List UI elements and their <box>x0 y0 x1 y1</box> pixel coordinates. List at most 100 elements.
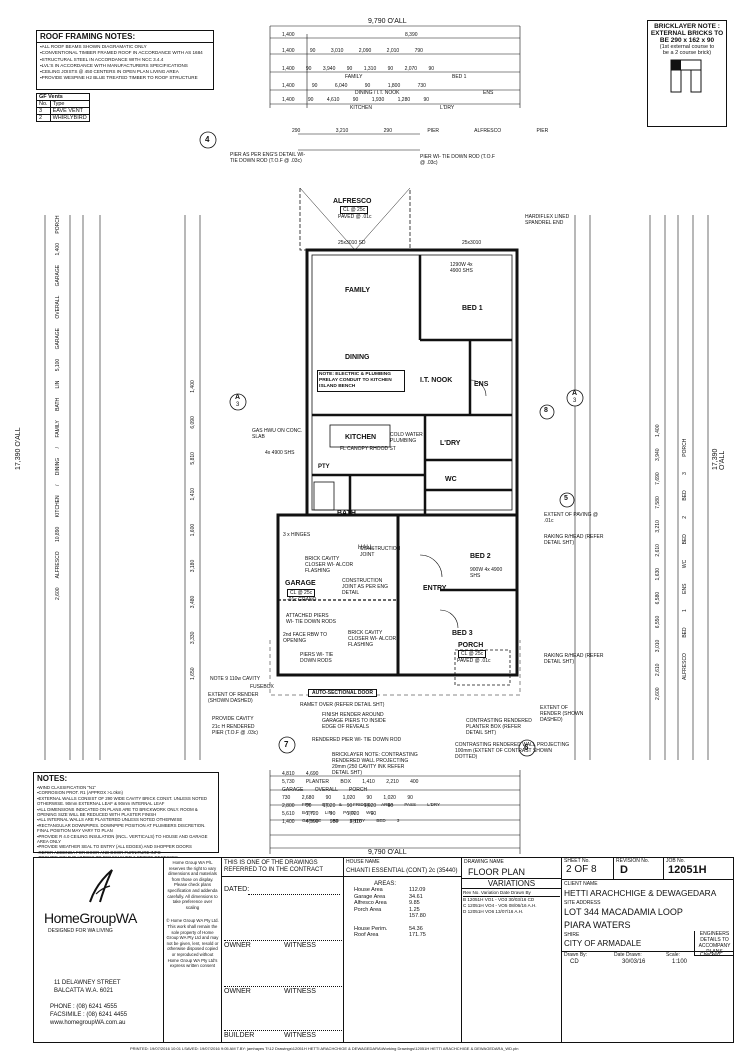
variation-row: C 12051H VO4 - VO5 08/06/16 A.H. <box>463 903 537 908</box>
dim-label: BED 3 <box>682 456 688 501</box>
general-note-item: ALL DIMENSIONS INDICATED ON PLANS ARE TO… <box>37 807 215 818</box>
house-name-label: HOUSE NAME <box>346 859 380 865</box>
right-overall-dim: 17,390 O'ALL <box>712 448 726 470</box>
site-address-1: LOT 344 MACADAMIA LOOP <box>564 907 683 917</box>
room-bed3: BED 3 <box>452 630 473 637</box>
dim-value: 3,940 <box>655 437 661 461</box>
roof-note-item: PROVIDE WESPINE H2 BLUE TREATED TIMBER T… <box>40 75 210 81</box>
fusebox-label: FUSEBOX <box>250 684 274 690</box>
bricklayer-title: BRICKLAYER NOTE : <box>654 23 720 30</box>
dim-value: 5,810 <box>190 428 196 465</box>
dim-label: BED 1 <box>682 593 688 638</box>
dim-value: 290 <box>383 128 428 134</box>
bottom-dim-row: 730 2,680 90 1,020 90 1,020 90 <box>282 795 413 801</box>
dim-value: 90 <box>346 66 364 72</box>
right-dim-labels: ALFRESCO BED 1 ENS WC BED 2 BED 3 PORCH <box>682 439 688 680</box>
room-entry: ENTRY <box>423 585 447 592</box>
company-website: www.homegroupWA.com.au <box>50 1020 126 1026</box>
dim-label: PORCH <box>55 215 61 234</box>
dim-value: 1,930 <box>371 97 398 103</box>
revision-no: D <box>620 864 628 876</box>
general-note-item: CORROSION PROT. R1 (APPROX >1.0km) <box>37 790 215 795</box>
roof-note-item: ALL ROOF BEAMS SHOWN DIAGRAMATIC ONLY <box>40 44 210 50</box>
engineers-note: ENGINEERS DETAILS TO ACCOMPANY PLANS <box>694 931 734 956</box>
drawing-name-label: DRAWING NAME <box>464 859 504 865</box>
sheet-client-column: SHEET No. 2 OF 8 REVISION No. D JOB No. … <box>562 858 734 1042</box>
dim-value: 90 <box>352 97 372 103</box>
dim-value: 2,610 <box>655 652 661 677</box>
hinges-note: 3 x HINGES <box>283 532 311 538</box>
cavity-note: NOTE 9 110w CAVITY <box>210 676 261 682</box>
dim-value: 290 <box>292 128 336 134</box>
roof-notes-title: ROOF FRAMING NOTES: <box>37 31 213 43</box>
shire-name: CITY OF ARMADALE <box>564 939 642 948</box>
dim-value: 3,180 <box>190 536 196 573</box>
logo-column: HomeGroupWA DESIGNED FOR WA LIVING 11 DE… <box>34 858 164 1042</box>
window-2: 900W 4x 4900 SHS <box>470 567 503 579</box>
alfresco-ceiling: CL @ 25c <box>340 206 369 214</box>
rights-note: Home Group WA P/L reserves the right to … <box>167 860 218 910</box>
builder-label: BUILDER <box>224 1032 255 1039</box>
room-bath: BATH <box>337 510 356 517</box>
company-address-1: 11 DELAWNEY STREET <box>54 980 121 986</box>
general-note-item: ALL INTERNAL WALLS ARE PLASTERED UNLESS … <box>37 817 215 822</box>
scale: 1:100 <box>672 959 688 965</box>
pier-left-note: PIER AS PER ENG'S DETAIL WI- TIE DOWN RO… <box>230 152 306 164</box>
roof-note-item: STRUCTURAL STEEL IN ACCORDANCE WITH NCC … <box>40 57 210 63</box>
sheet-no: 2 OF 8 <box>566 864 597 875</box>
top-dim-row5: 1,400 90 4,610 90 1,930 1,280 90 <box>282 97 429 103</box>
room-dim-label: L'DRY <box>440 105 455 111</box>
dim-value: 3,210 <box>655 508 661 533</box>
contract-column: THIS IS ONE OF THE DRAWINGS REFERRED TO … <box>222 858 344 1042</box>
ramet-label: RAMET OVER (REFER DETAIL SHT) <box>300 702 385 708</box>
dim-value: 90 <box>423 97 430 103</box>
room-alfresco: ALFRESCO <box>333 198 372 205</box>
dim-label: BED 2 <box>682 500 688 545</box>
signature-line[interactable] <box>224 986 342 987</box>
dim-value: 1,410 <box>190 464 196 501</box>
top-dim: 8,390 <box>405 32 418 38</box>
variation-row: D 12051H VO6 13/07/16 A.H. <box>463 909 524 914</box>
company-tagline: DESIGNED FOR WA LIVING <box>48 928 113 934</box>
general-notes-title: NOTES: <box>37 774 68 783</box>
brick-closer-note: BRICK CAVITY CLOSER WI- ALCOR FLASHING <box>305 556 354 574</box>
dim-value: 3,210 <box>335 128 384 134</box>
construction-joint-note: CONSTRUCTION JOINT AS PER ENG DETAIL <box>342 578 389 596</box>
dated-line[interactable] <box>248 894 340 895</box>
dated-label: DATED: <box>224 886 250 893</box>
ext-render-right: EXTENT OF RENDER (SHOWN DASHED) <box>540 705 584 723</box>
scale-label: Scale: <box>666 952 680 958</box>
dim-value: 6,040 <box>334 83 365 89</box>
dim-value: 2,090 <box>358 48 387 54</box>
bricklayer-line: BE 290 x 162 x 90 <box>659 37 715 44</box>
dim-label: 1,400 <box>55 233 61 256</box>
construction-joint-note-2: CONSTRUCTION JOINT <box>360 546 401 558</box>
section-marker-7: 7 <box>284 740 289 749</box>
room-laundry: L'DRY <box>440 440 461 447</box>
window-1: 1290W 4x 4900 SHS <box>450 262 473 274</box>
dim-value: 6,580 <box>655 580 661 605</box>
dim-label: ENS <box>682 568 688 594</box>
dim-value: 1,630 <box>655 556 661 581</box>
dim-value: 1,400 <box>190 380 196 393</box>
general-note-item: PROVIDE WEATHER SEAL TO ENTRY (ALL EDGES… <box>37 844 215 849</box>
company-phone: PHONE : (08) 6241 4555 <box>50 1004 118 1010</box>
section-marker-a-left-num: 3 <box>236 402 240 408</box>
bricklayer-line: be a 2 course brick) <box>662 50 712 56</box>
owner-label-1: OWNER <box>224 942 251 949</box>
room-pantry: PTY <box>318 464 330 470</box>
dim-label: 5,100 <box>55 349 61 372</box>
roof-framing-notes: ROOF FRAMING NOTES: ALL ROOF BEAMS SHOWN… <box>36 30 214 90</box>
room-kitchen: KITCHEN <box>345 434 377 441</box>
dim-label: WC <box>682 544 688 569</box>
signature-line[interactable] <box>224 940 342 941</box>
variations-header: Rev No. Variation Date Drawn By <box>463 890 560 897</box>
print-footer: PRINTED: 19/07/2016 10:01 LSAVED: 19/07/… <box>130 1046 519 1051</box>
left-dim-values: 1,650 3,330 3,480 3,180 1,600 1,410 5,81… <box>190 380 196 680</box>
signature-line[interactable] <box>224 1030 342 1031</box>
rendered-pier-note: 21c H RENDERED PIER (T.O.F @ .03c) <box>212 724 258 736</box>
bottom-overall-dim: 9,790 O'ALL <box>368 849 407 856</box>
porch-ceiling: CL @ 25c <box>458 650 487 658</box>
